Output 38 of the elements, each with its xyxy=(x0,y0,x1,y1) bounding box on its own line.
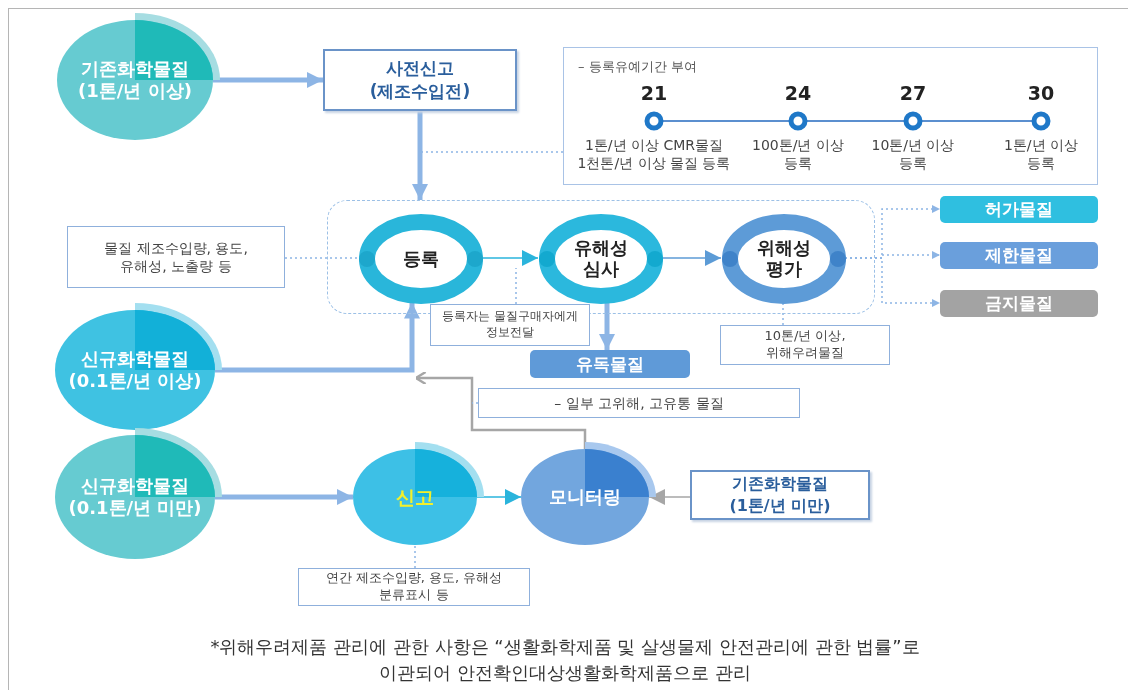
note-box: – 일부 고위해, 고유통 물질 xyxy=(478,388,800,418)
timeline-caption: 100톤/년 이상 등록 xyxy=(752,136,844,173)
timeline-caption: 1톤/년 이상 등록 xyxy=(1002,136,1080,173)
timeline-heading: – 등록유예기간 부여 xyxy=(578,58,697,76)
arrow xyxy=(412,111,428,200)
note-box: 10톤/년 이상, 위해우려물질 xyxy=(720,325,890,365)
process-box: 기존화학물질 (1톤/년 미만) xyxy=(690,470,870,520)
arrow xyxy=(476,489,522,505)
arrow xyxy=(215,489,353,505)
leader-line xyxy=(515,267,517,305)
process-box: 사전신고 (제조수입전) xyxy=(323,49,517,111)
arrow xyxy=(599,302,615,350)
timeline-caption: 10톤/년 이상 등록 xyxy=(870,136,956,173)
year-label: 24 xyxy=(783,82,813,104)
note-box: 물질 제조수입량, 용도, 유해성, 노출량 등 xyxy=(67,226,285,288)
note-box: 연간 제조수입량, 용도, 유해성 분류표시 등 xyxy=(298,568,530,606)
leader-line xyxy=(471,402,479,404)
result-badge: 허가물질 xyxy=(940,196,1098,223)
year-label: 27 xyxy=(898,82,928,104)
arrow xyxy=(648,489,691,505)
result-badge: 유독물질 xyxy=(530,350,690,378)
leader-line xyxy=(414,544,416,569)
timeline-panel xyxy=(563,47,1098,185)
timeline-caption: 1톤/년 이상 CMR물질 1천톤/년 이상 물질 등록 xyxy=(576,136,732,173)
result-badge: 제한물질 xyxy=(940,242,1098,269)
result-badge: 금지물질 xyxy=(940,290,1098,317)
arrow xyxy=(213,72,323,88)
note-box: 등록자는 물질구매자에게 정보전달 xyxy=(430,304,590,346)
arrow xyxy=(414,370,587,449)
leader-line xyxy=(782,302,784,326)
arrow xyxy=(661,250,722,266)
leader-line xyxy=(284,257,359,259)
arrow xyxy=(215,302,420,373)
leader-line xyxy=(419,151,564,153)
year-label: 21 xyxy=(639,82,669,104)
year-label: 30 xyxy=(1026,82,1056,104)
arrow xyxy=(481,250,539,266)
footnote: *위해우려제품 관리에 관한 사항은 “생활화학제품 및 살생물제 안전관리에 관한 법률”로 이관되어 안전확인대상생활화학제품으로 관리 xyxy=(209,635,921,686)
